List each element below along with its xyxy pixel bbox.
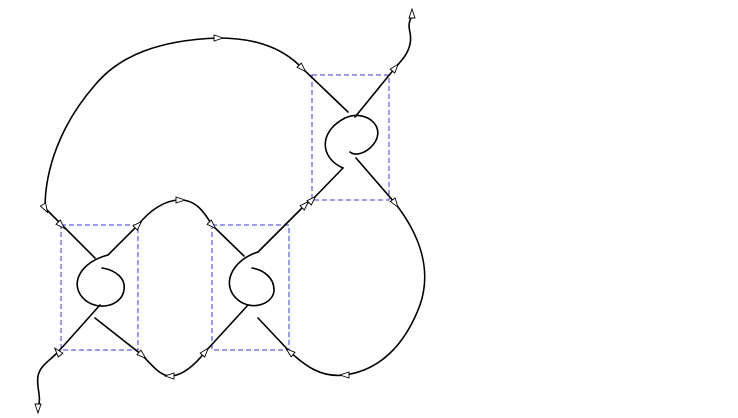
orientation-arrow-icon xyxy=(296,62,307,73)
strand-left-over xyxy=(107,224,139,256)
orientation-arrow-icon xyxy=(136,349,147,360)
orientation-arrow-icon xyxy=(213,34,225,42)
orientation-arrow-icon xyxy=(132,220,143,231)
orientation-arrow-icon xyxy=(408,7,416,19)
strand-middle-hump xyxy=(137,199,213,226)
orientation-arrow-icon xyxy=(199,347,210,358)
orientation-arrow-icon xyxy=(175,196,187,204)
orientation-arrow-icon xyxy=(338,371,350,379)
strand-top-loop xyxy=(324,114,379,169)
orientation-arrow-icon xyxy=(389,197,399,209)
strand-middle-lower xyxy=(204,304,249,353)
orientation-arrow-icon xyxy=(306,195,317,206)
crossing-box-top xyxy=(311,74,390,201)
knot-strand xyxy=(36,15,426,409)
strand-right-arc xyxy=(289,202,426,377)
orientation-arrow-icon xyxy=(163,372,175,380)
orientation-arrow-icon xyxy=(39,202,49,214)
orientation-arrow-icon xyxy=(299,200,310,211)
strand-top-hook-upper xyxy=(354,67,396,118)
orientation-arrow-icon xyxy=(285,347,296,358)
strand-top-under-a xyxy=(301,67,349,113)
strand-left-under-a xyxy=(44,207,96,259)
strand-middle-under-a xyxy=(211,224,245,257)
orientation-arrow-icon xyxy=(53,347,64,358)
orientation-arrow-icon xyxy=(389,63,400,74)
strand-middle-under-b xyxy=(257,317,291,353)
strand-top-end xyxy=(394,15,413,69)
strand-middle-over xyxy=(257,204,306,253)
orientation-arrow-icon xyxy=(34,403,42,415)
strand-left-under-b xyxy=(94,317,143,356)
strand-left-lower xyxy=(57,304,101,353)
crossing-box-left xyxy=(60,224,139,351)
strand-top-over xyxy=(311,167,344,201)
crossing-boxes xyxy=(60,74,390,351)
strand-bottom-valley xyxy=(141,351,206,377)
strand-middle-loop xyxy=(228,251,275,307)
orientation-arrow-icon xyxy=(55,219,66,230)
strand-top-under-b xyxy=(355,157,396,204)
strand-left-loop xyxy=(76,254,125,307)
strand-upper-arc xyxy=(44,37,303,209)
strand-bottom-end xyxy=(36,351,59,409)
crossing-box-middle xyxy=(211,224,290,351)
orientation-arrow-icon xyxy=(206,219,217,230)
orientation-arrows xyxy=(34,7,416,415)
